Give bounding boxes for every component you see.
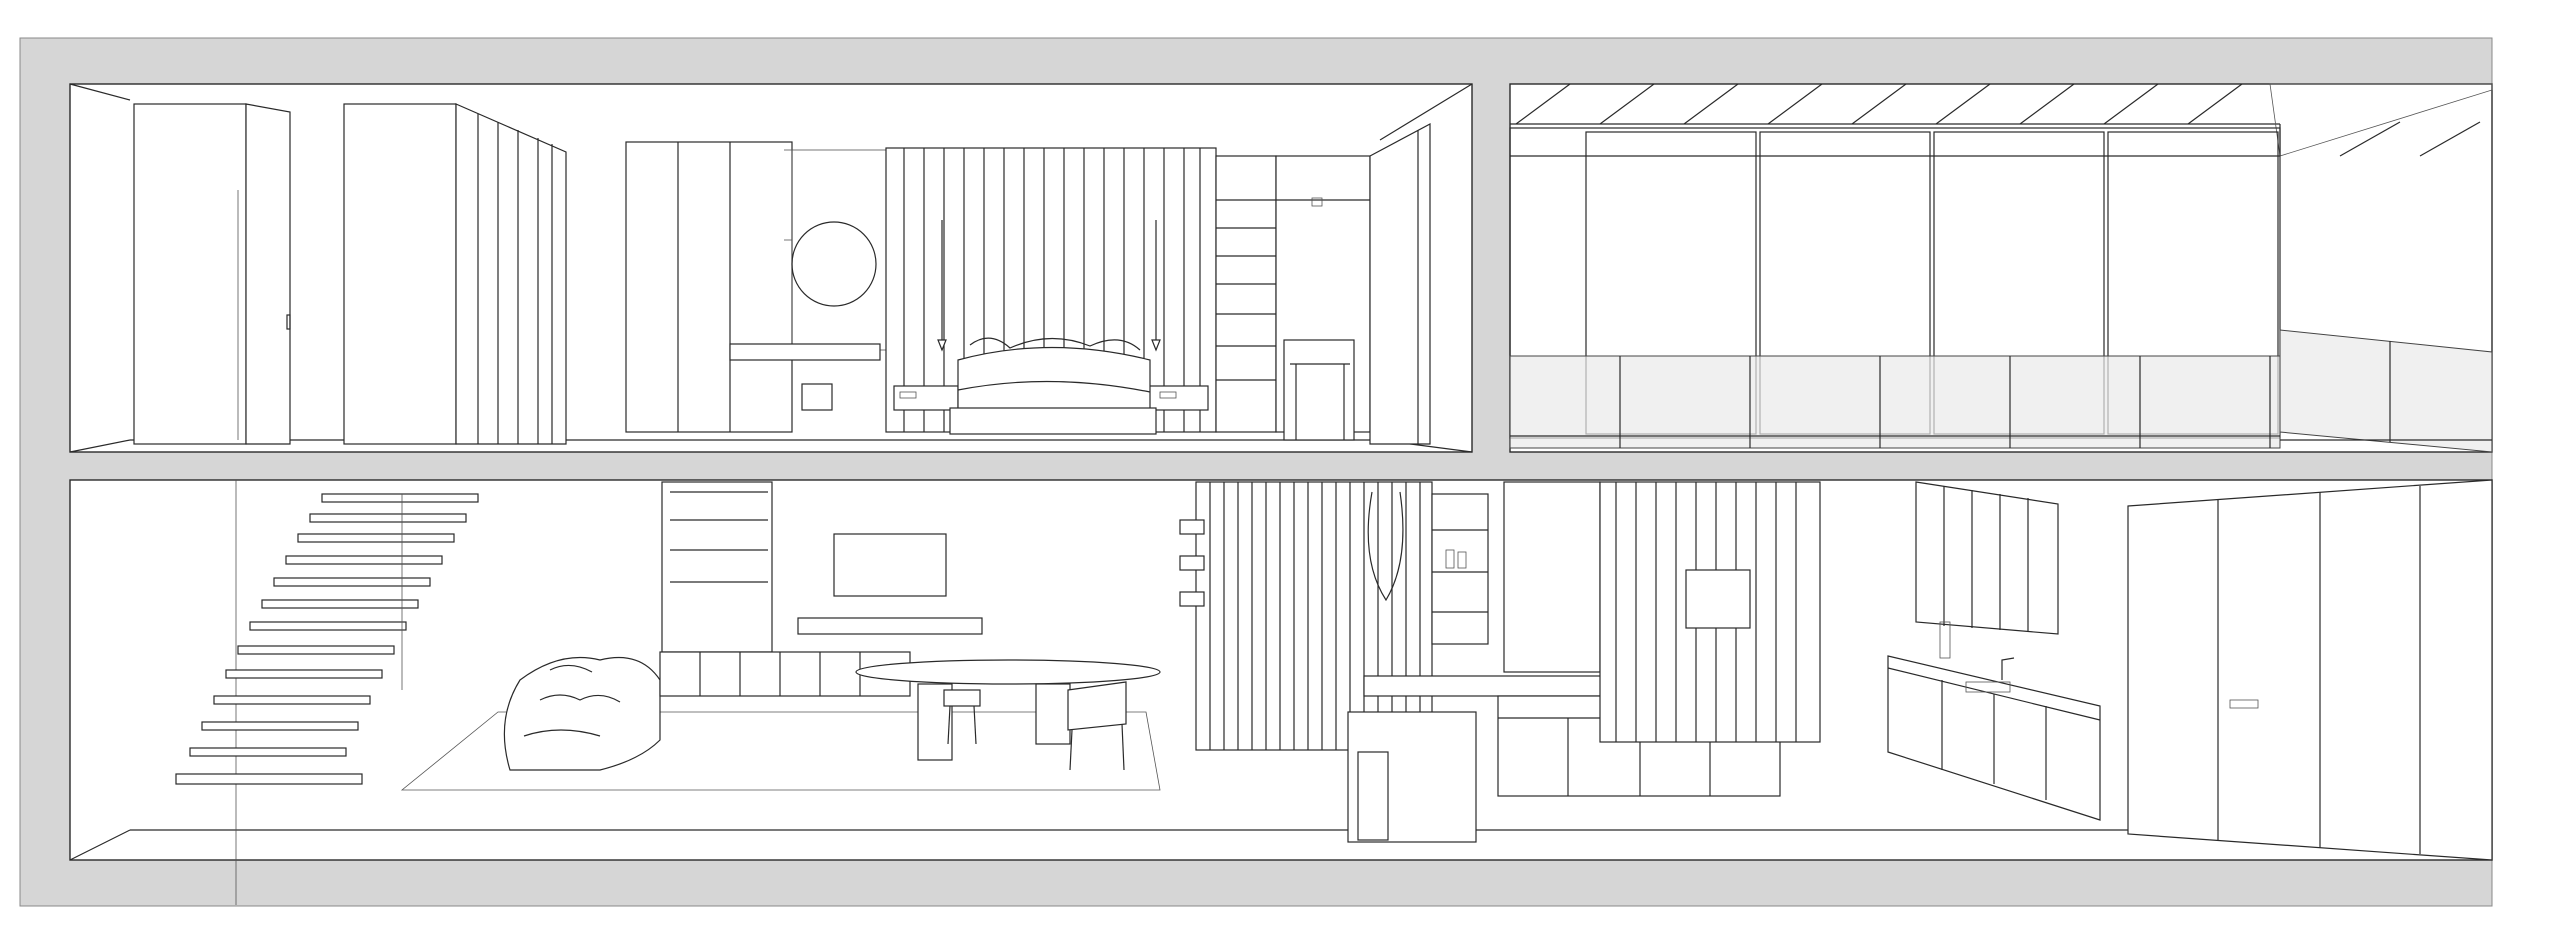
mezzanine-room <box>1509 83 2493 453</box>
bed <box>893 337 1209 435</box>
glass-balustrade <box>1509 329 2493 453</box>
door-panels <box>2127 479 2493 861</box>
ceiling-slats <box>1510 83 2493 157</box>
floating-staircase <box>175 493 479 785</box>
living-rug <box>400 711 1161 791</box>
bedroom-room <box>69 83 1473 453</box>
dining-set <box>855 659 1161 771</box>
bedroom-shelving <box>1215 123 1431 445</box>
sofa <box>503 656 661 771</box>
back-wardrobe <box>625 141 793 433</box>
slatted-partition <box>1179 481 1489 751</box>
vanity-area <box>729 149 887 411</box>
tall-kitchen-units <box>1503 481 1821 743</box>
left-wardrobe <box>133 103 291 445</box>
kitchen-counter <box>1887 481 2101 821</box>
living-kitchen-room <box>69 479 2493 905</box>
fin-wardrobe <box>343 103 567 445</box>
